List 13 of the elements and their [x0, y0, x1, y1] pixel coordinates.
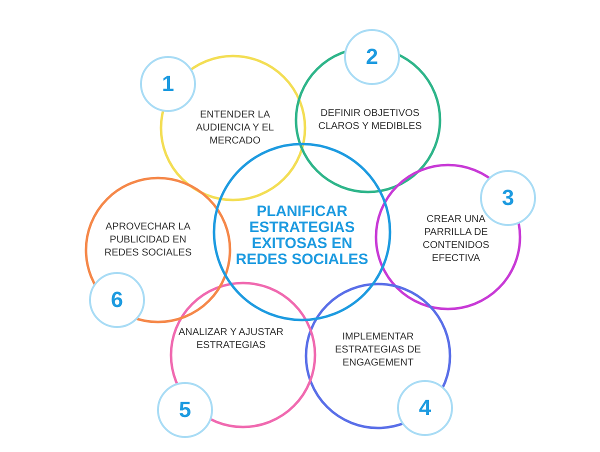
step-text: APROVECHAR LA PUBLICIDAD EN REDES SOCIALES: [103, 220, 193, 260]
step-number: 3: [502, 185, 514, 211]
step-number: 5: [178, 397, 192, 423]
step-text: IMPLEMENTAR ESTRATEGIAS DE ENGAGEMENT: [334, 330, 422, 370]
step-text: ENTENDER LA AUDIENCIA Y EL MERCADO: [195, 108, 275, 148]
step-number: 2: [366, 44, 378, 70]
step-text: ANALIZAR Y AJUSTAR ESTRATEGIAS: [177, 326, 285, 352]
step-number: 4: [418, 395, 432, 421]
step-text: DEFINIR OBJETIVOS CLAROS Y MEDIBLES: [318, 107, 422, 133]
central-title: PLANIFICAR ESTRATEGIAS EXITOSAS EN REDES SOCIALES: [234, 204, 370, 268]
step-number: 6: [110, 287, 124, 313]
step-text: CREAR UNA PARRILLA DE CONTENIDOS EFECTIVA: [422, 213, 490, 265]
step-number: 1: [162, 71, 174, 97]
